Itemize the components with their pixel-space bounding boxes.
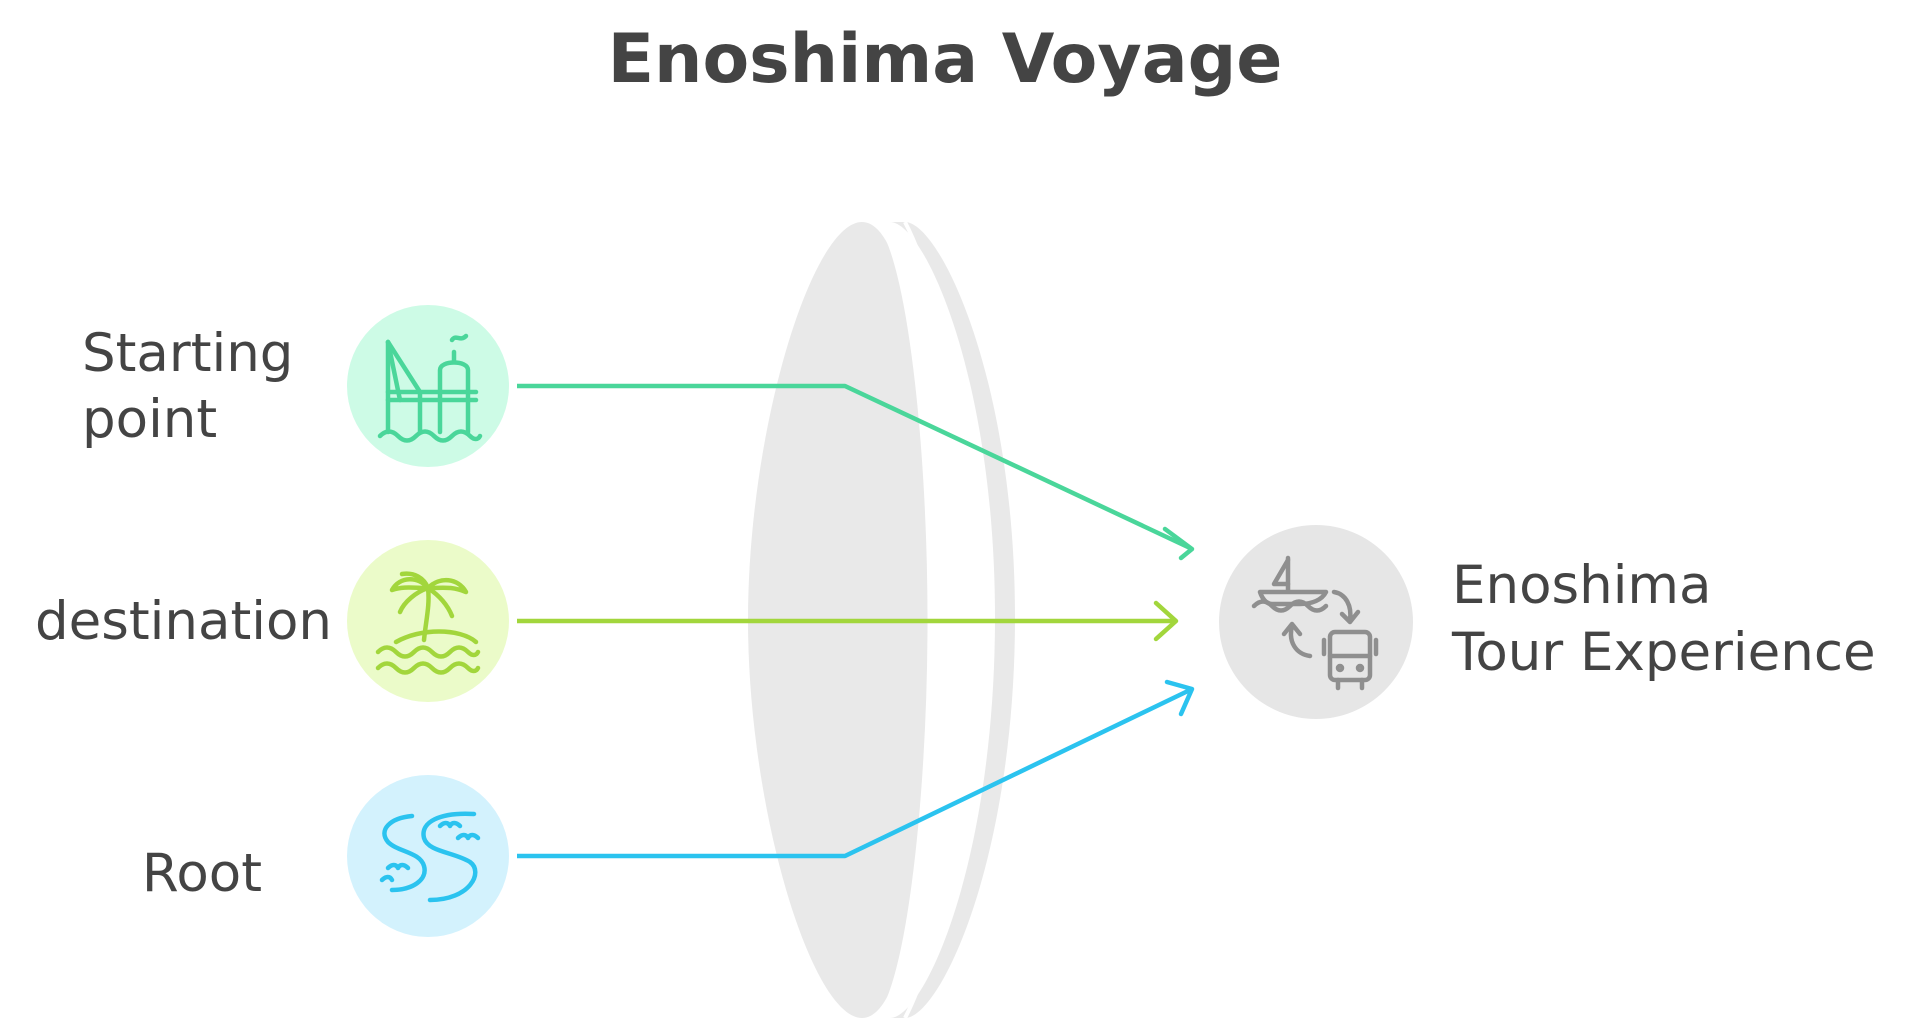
arrowhead <box>1153 600 1179 642</box>
boat-bus-transfer-icon <box>1251 555 1379 691</box>
palm-island-icon <box>375 571 481 675</box>
input-label-line-1: Starting <box>82 323 293 384</box>
input-label-line-1: destination <box>35 591 332 652</box>
input-label-line-1: Root <box>142 843 262 904</box>
input-starting-point: Starting point <box>82 305 509 467</box>
input-label-line-2: point <box>82 389 217 450</box>
output-label-line-2: Tour Experience <box>1451 622 1876 683</box>
arrowhead <box>1164 679 1195 717</box>
output-enoshima-tour-experience: Enoshima Tour Experience <box>1219 525 1876 719</box>
input-root: Root <box>142 775 509 937</box>
output-label-line-1: Enoshima <box>1452 555 1712 616</box>
arrowhead <box>1162 526 1195 561</box>
input-destination: destination <box>35 540 509 702</box>
icon-circle <box>347 775 509 937</box>
winding-river-icon <box>379 811 481 903</box>
diagram-title: Enoshima Voyage <box>608 20 1283 99</box>
connector-destination <box>517 600 1179 642</box>
icon-circle <box>1219 525 1413 719</box>
icon-circle <box>347 305 509 467</box>
connector-starting-point <box>517 383 1195 561</box>
connector-root <box>517 679 1195 859</box>
oil-platform-icon <box>377 333 483 443</box>
